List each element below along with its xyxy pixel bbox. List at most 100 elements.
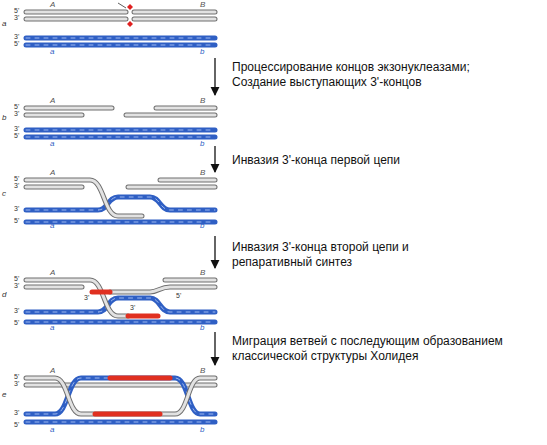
strand-end-label: 5' bbox=[14, 103, 19, 110]
dna-strand bbox=[26, 280, 128, 316]
dna-strand bbox=[26, 185, 82, 190]
locus-label: b bbox=[200, 48, 204, 56]
dna-strand bbox=[26, 113, 82, 118]
step-arrows bbox=[214, 58, 215, 365]
dna-strand bbox=[26, 11, 126, 14]
dna-strand bbox=[26, 280, 128, 316]
dna-strand bbox=[26, 17, 126, 22]
step-caption: Миграция ветвей с последующим образовани… bbox=[232, 334, 542, 364]
dna-strand bbox=[92, 290, 110, 295]
dna-strand bbox=[26, 378, 215, 414]
dna-strand bbox=[110, 376, 170, 381]
strand-end-label: 5' bbox=[14, 421, 19, 428]
strand-end-label: 3' bbox=[14, 205, 19, 212]
dna-strand bbox=[26, 298, 215, 312]
locus-label: A bbox=[50, 269, 55, 277]
locus-label: a bbox=[50, 140, 54, 148]
dna-strand bbox=[26, 10, 126, 15]
dna-strand bbox=[26, 186, 82, 189]
dna-strand bbox=[26, 420, 215, 425]
strand-end-label: 5' bbox=[14, 132, 19, 139]
strand-end-label: 5' bbox=[14, 175, 19, 182]
locus-label: B bbox=[200, 269, 205, 277]
locus-label: B bbox=[200, 97, 205, 105]
panel-letter: c bbox=[2, 190, 6, 198]
strand-end-label: 5' bbox=[176, 292, 181, 299]
dna-strand bbox=[26, 378, 215, 414]
dna-strand bbox=[134, 11, 215, 14]
step-caption: Инвазия 3'-конца второй цепи и репаратив… bbox=[232, 240, 432, 270]
dna-strand bbox=[128, 185, 215, 190]
panel-letter: d bbox=[2, 291, 6, 299]
dna-strand bbox=[26, 135, 215, 140]
locus-label: A bbox=[50, 97, 55, 105]
strand-end-label: 3' bbox=[14, 282, 19, 289]
strand-end-label: 3' bbox=[130, 304, 135, 311]
strand-end-label: 3' bbox=[14, 380, 19, 387]
strand-end-label: 3' bbox=[84, 294, 89, 301]
locus-label: a bbox=[50, 324, 54, 332]
dna-strand bbox=[26, 38, 215, 39]
dna-strand bbox=[156, 107, 215, 110]
locus-label: A bbox=[50, 169, 55, 177]
dna-strand bbox=[165, 278, 215, 283]
locus-label: a bbox=[50, 48, 54, 56]
dna-strand bbox=[26, 180, 142, 216]
dna-strand bbox=[26, 286, 82, 289]
dna-strand bbox=[26, 298, 215, 312]
panel-letter: a bbox=[2, 20, 6, 28]
dna-strand bbox=[26, 322, 215, 323]
dna-strand bbox=[134, 17, 215, 22]
dna-strand bbox=[128, 314, 158, 319]
dna-strand bbox=[26, 36, 215, 41]
locus-label: B bbox=[200, 367, 205, 375]
dna-strand bbox=[26, 107, 112, 110]
strand-end-label: 5' bbox=[14, 319, 19, 326]
strand-end-label: 3' bbox=[14, 125, 19, 132]
dna-strand bbox=[26, 43, 215, 48]
dna-strand bbox=[26, 422, 215, 423]
dna-strand bbox=[128, 186, 215, 189]
locus-label: a bbox=[50, 222, 54, 230]
panel-letter: e bbox=[2, 391, 6, 399]
strand-end-label: 3' bbox=[14, 14, 19, 21]
dna-strand bbox=[160, 179, 215, 182]
dna-strand bbox=[156, 106, 215, 111]
locus-label: A bbox=[50, 367, 55, 375]
dna-strand bbox=[134, 10, 215, 15]
step-caption: Процессирование концов экзонуклеазами; С… bbox=[232, 60, 522, 90]
dna-strand bbox=[26, 197, 215, 210]
locus-label: b bbox=[200, 140, 204, 148]
dna-strand bbox=[26, 128, 215, 133]
strand-end-label: 3' bbox=[14, 110, 19, 117]
dna-strand bbox=[110, 287, 215, 292]
dna-strand bbox=[26, 197, 215, 210]
dna-strand bbox=[26, 137, 215, 138]
strand-end-label: 5' bbox=[14, 275, 19, 282]
locus-label: b bbox=[200, 222, 204, 230]
dna-strand bbox=[95, 412, 160, 417]
strand-end-label: 5' bbox=[14, 217, 19, 224]
dna-strand bbox=[165, 279, 215, 282]
panel-letter: b bbox=[2, 114, 6, 122]
strand-end-label: 5' bbox=[14, 7, 19, 14]
step-caption: Инвазия 3'-конца первой цепи bbox=[232, 153, 522, 168]
locus-label: A bbox=[50, 1, 55, 9]
strand-end-label: 3' bbox=[14, 409, 19, 416]
dna-strand bbox=[134, 18, 215, 21]
dna-strand bbox=[26, 378, 215, 414]
locus-label: a bbox=[50, 426, 54, 434]
dna-strand bbox=[26, 114, 82, 117]
strand-end-label: 3' bbox=[14, 33, 19, 40]
dna-strand bbox=[160, 178, 215, 183]
dna-strand bbox=[26, 378, 215, 414]
dna-strand bbox=[26, 285, 82, 290]
dna-strand bbox=[126, 113, 215, 118]
locus-label: b bbox=[200, 426, 204, 434]
dna-strand bbox=[26, 106, 112, 111]
dna-strand bbox=[26, 180, 142, 216]
strand-end-label: 5' bbox=[14, 373, 19, 380]
locus-label: B bbox=[200, 169, 205, 177]
dna-strand bbox=[126, 114, 215, 117]
dna-strand bbox=[110, 287, 215, 292]
